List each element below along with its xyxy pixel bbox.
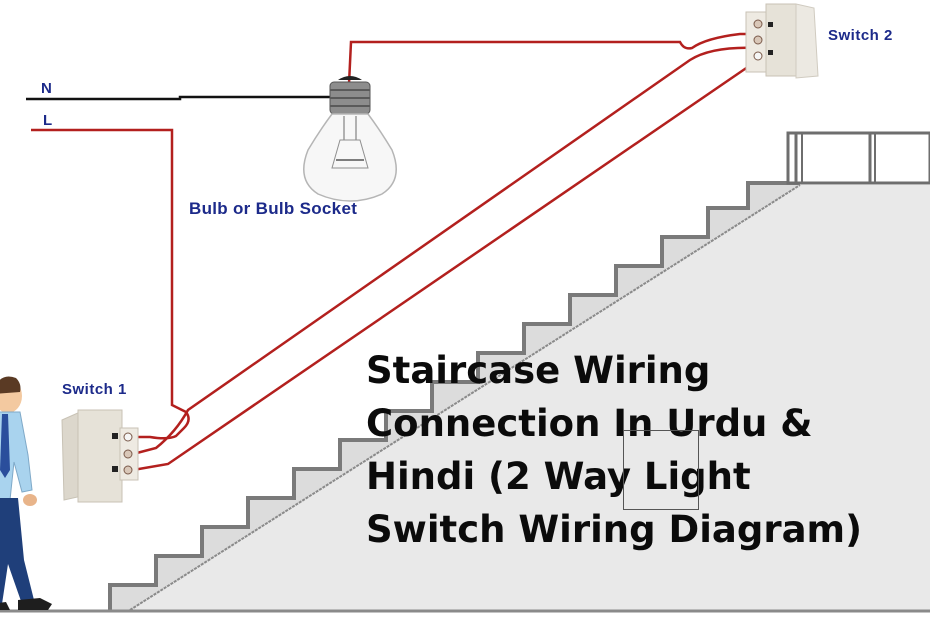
switch-1-label: Switch 1 <box>62 381 127 398</box>
light-bulb-icon <box>303 76 397 202</box>
title-line-4: Switch Wiring Diagram) <box>366 508 863 551</box>
switch-2-icon <box>745 3 819 79</box>
traveler-wire-1 <box>132 46 759 456</box>
bulb-to-switch2-wire <box>347 32 758 85</box>
traveler-wire-2 <box>132 58 759 472</box>
staircase-icon <box>108 131 930 611</box>
selection-box-overlay <box>623 430 699 510</box>
title-line-2: Connection In Urdu & <box>366 402 813 445</box>
title-line-3: Hindi (2 Way Light <box>366 455 751 498</box>
diagram-title: Staircase Wiring Connection In Urdu & Hi… <box>366 344 862 556</box>
wall-area <box>130 185 930 610</box>
switch-1-icon <box>61 409 139 503</box>
title-line-1: Staircase Wiring <box>366 349 711 392</box>
switch-2-label: Switch 2 <box>828 27 893 44</box>
neutral-label: N <box>41 80 52 97</box>
live-label: L <box>43 112 53 129</box>
bulb-label: Bulb or Bulb Socket <box>189 199 358 218</box>
person-walking-icon <box>0 376 52 610</box>
neutral-wire <box>26 95 332 101</box>
